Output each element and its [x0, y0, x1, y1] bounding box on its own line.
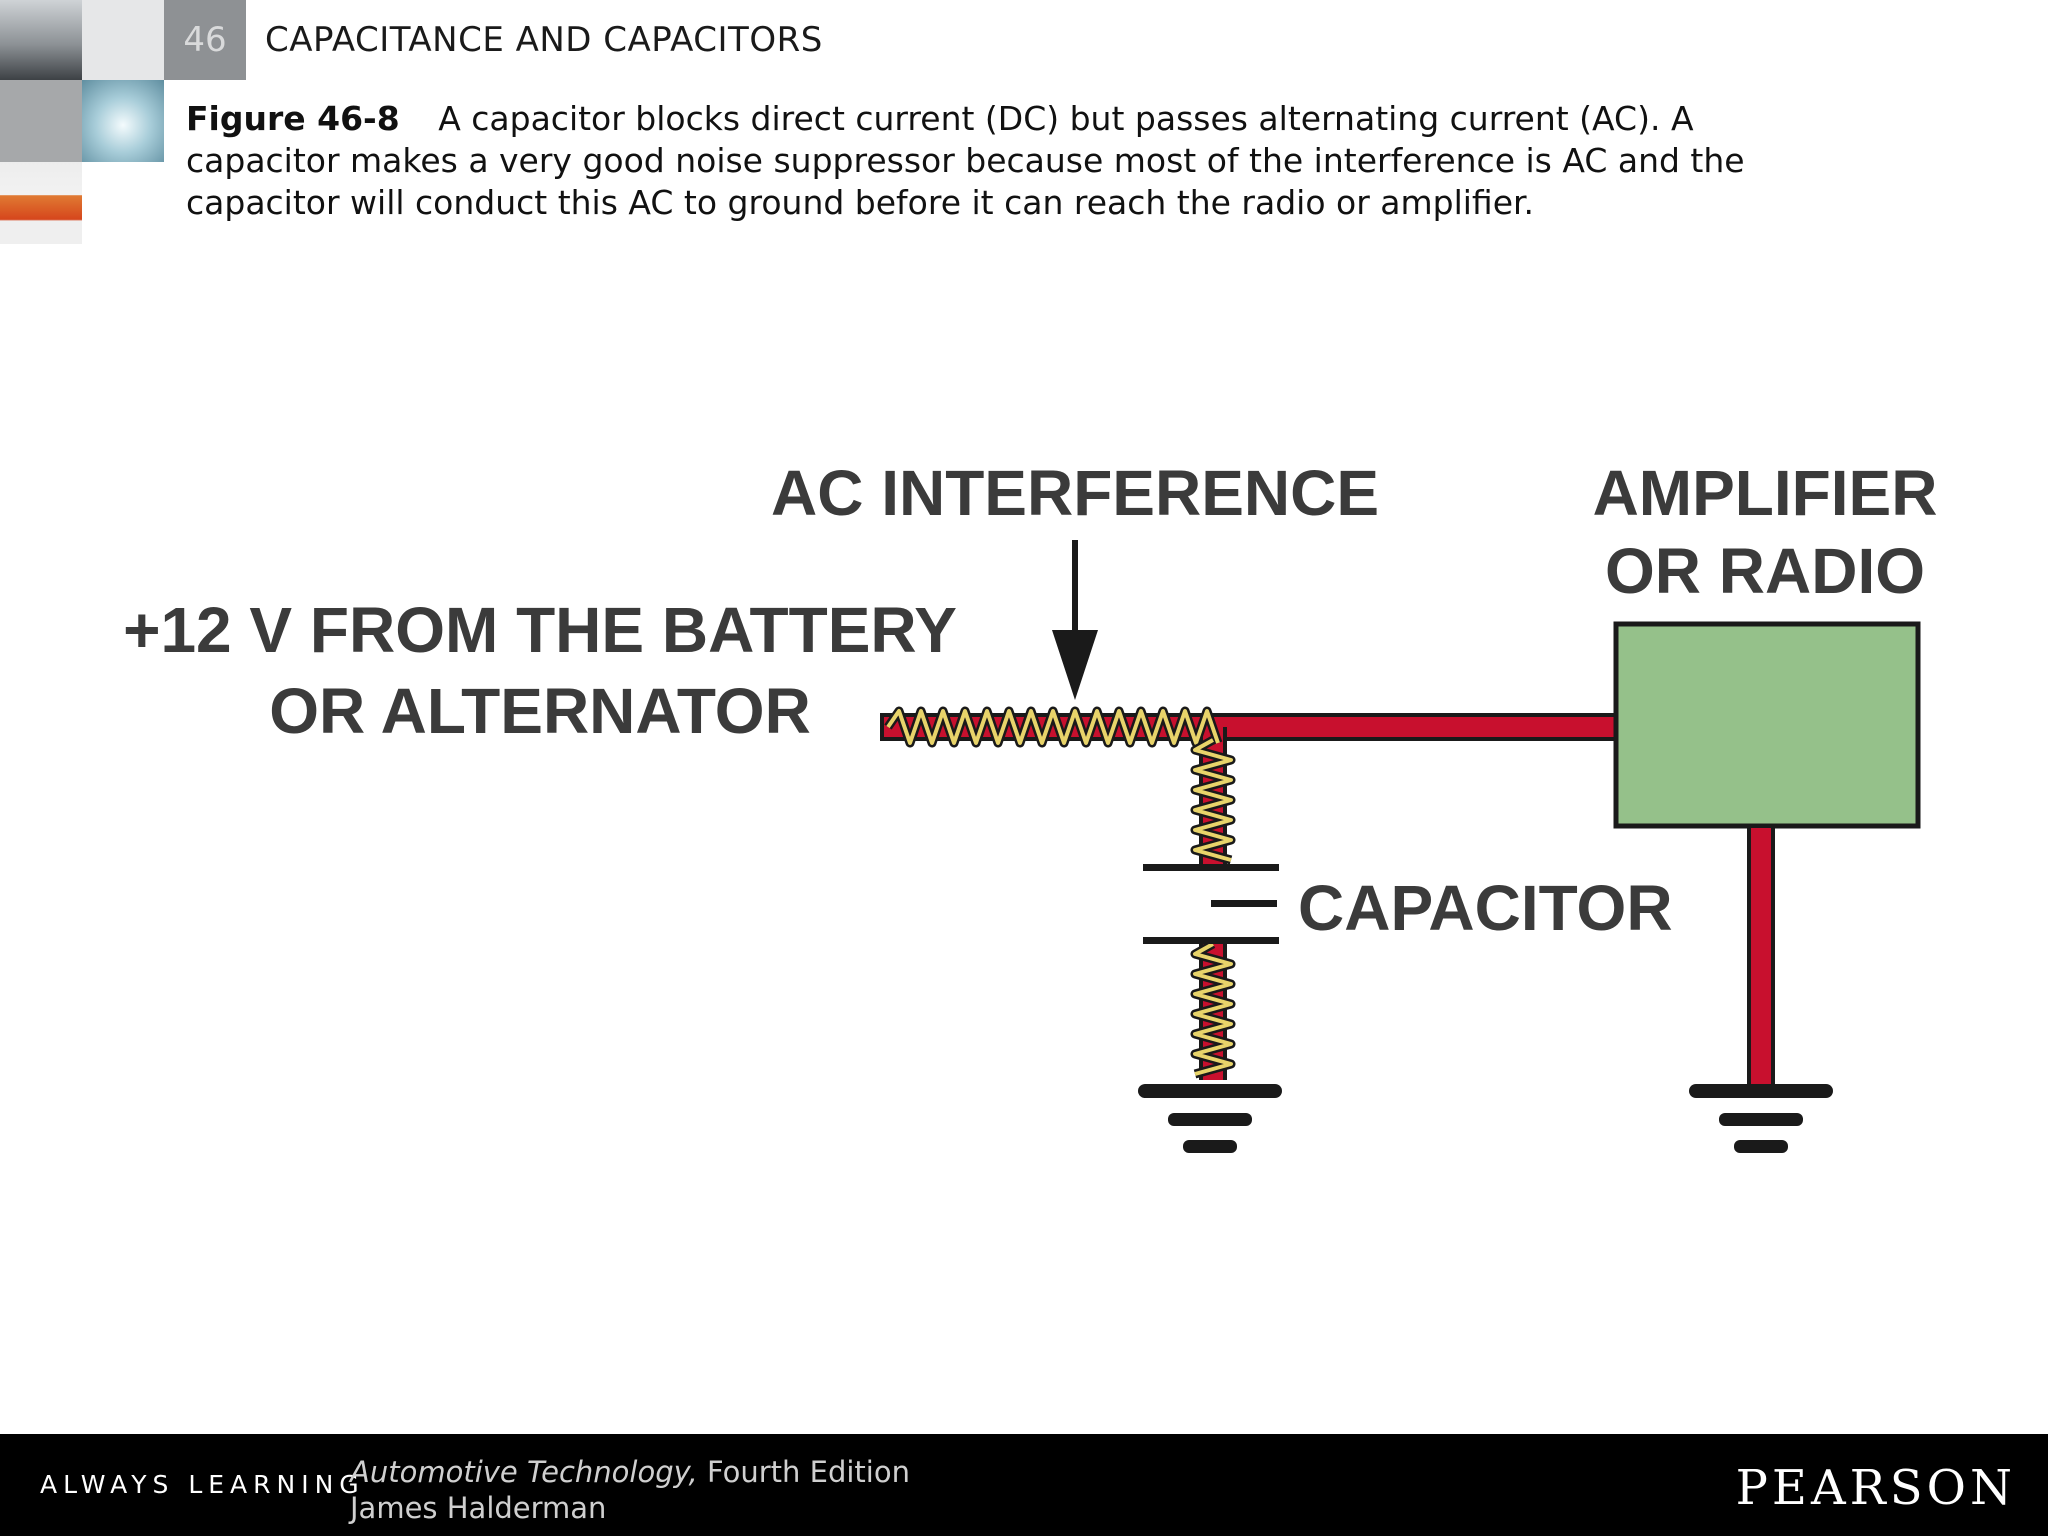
figure-caption: Figure 46-8 A capacitor blocks direct cu… — [186, 98, 1846, 224]
book-edition: Fourth Edition — [706, 1455, 910, 1489]
decorative-tile — [82, 162, 164, 244]
book-author: James Halderman — [350, 1491, 607, 1525]
capacitor-circuit-diagram: AC INTERFERENCE AMPLIFIER OR RADIO +12 V… — [123, 457, 1938, 1153]
amplifier-ground-wire — [1747, 828, 1775, 1084]
figure-label: Figure 46-8 — [186, 99, 400, 138]
pearson-logo: PEARSON — [1735, 1460, 2016, 1516]
car-thumbnail-top — [0, 0, 82, 80]
amplifier-box — [1613, 621, 1921, 829]
chapter-number-box — [164, 0, 246, 80]
capacitor-ground-icon — [1138, 1084, 1282, 1153]
decorative-tile — [82, 0, 164, 80]
capacitor-symbol — [1143, 864, 1279, 944]
chapter-title: CAPACITANCE AND CAPACITORS — [265, 20, 823, 60]
battery-label-line2: OR ALTERNATOR — [269, 675, 811, 747]
ac-interference-label: AC INTERFERENCE — [771, 457, 1379, 529]
always-learning-tagline: ALWAYS LEARNING — [40, 1470, 365, 1499]
gear-thumbnail — [82, 80, 164, 162]
amplifier-label-line1: AMPLIFIER — [1593, 457, 1938, 529]
book-citation: Automotive Technology, Fourth Edition Ja… — [350, 1454, 910, 1526]
orange-car-thumbnail — [0, 162, 82, 244]
battery-label-line1: +12 V FROM THE BATTERY — [123, 594, 957, 666]
footer-bar: ALWAYS LEARNING Automotive Technology, F… — [0, 1434, 2048, 1536]
amplifier-label-line2: OR RADIO — [1605, 535, 1925, 607]
amplifier-ground-icon — [1689, 1084, 1833, 1153]
interference-arrow — [1052, 540, 1098, 700]
chapter-number: 46 — [183, 20, 227, 60]
decorative-tile — [0, 80, 82, 162]
caption-text: A capacitor blocks direct current (DC) b… — [186, 99, 1745, 222]
book-title: Automotive Technology, — [350, 1455, 698, 1489]
capacitor-label: CAPACITOR — [1298, 872, 1673, 944]
